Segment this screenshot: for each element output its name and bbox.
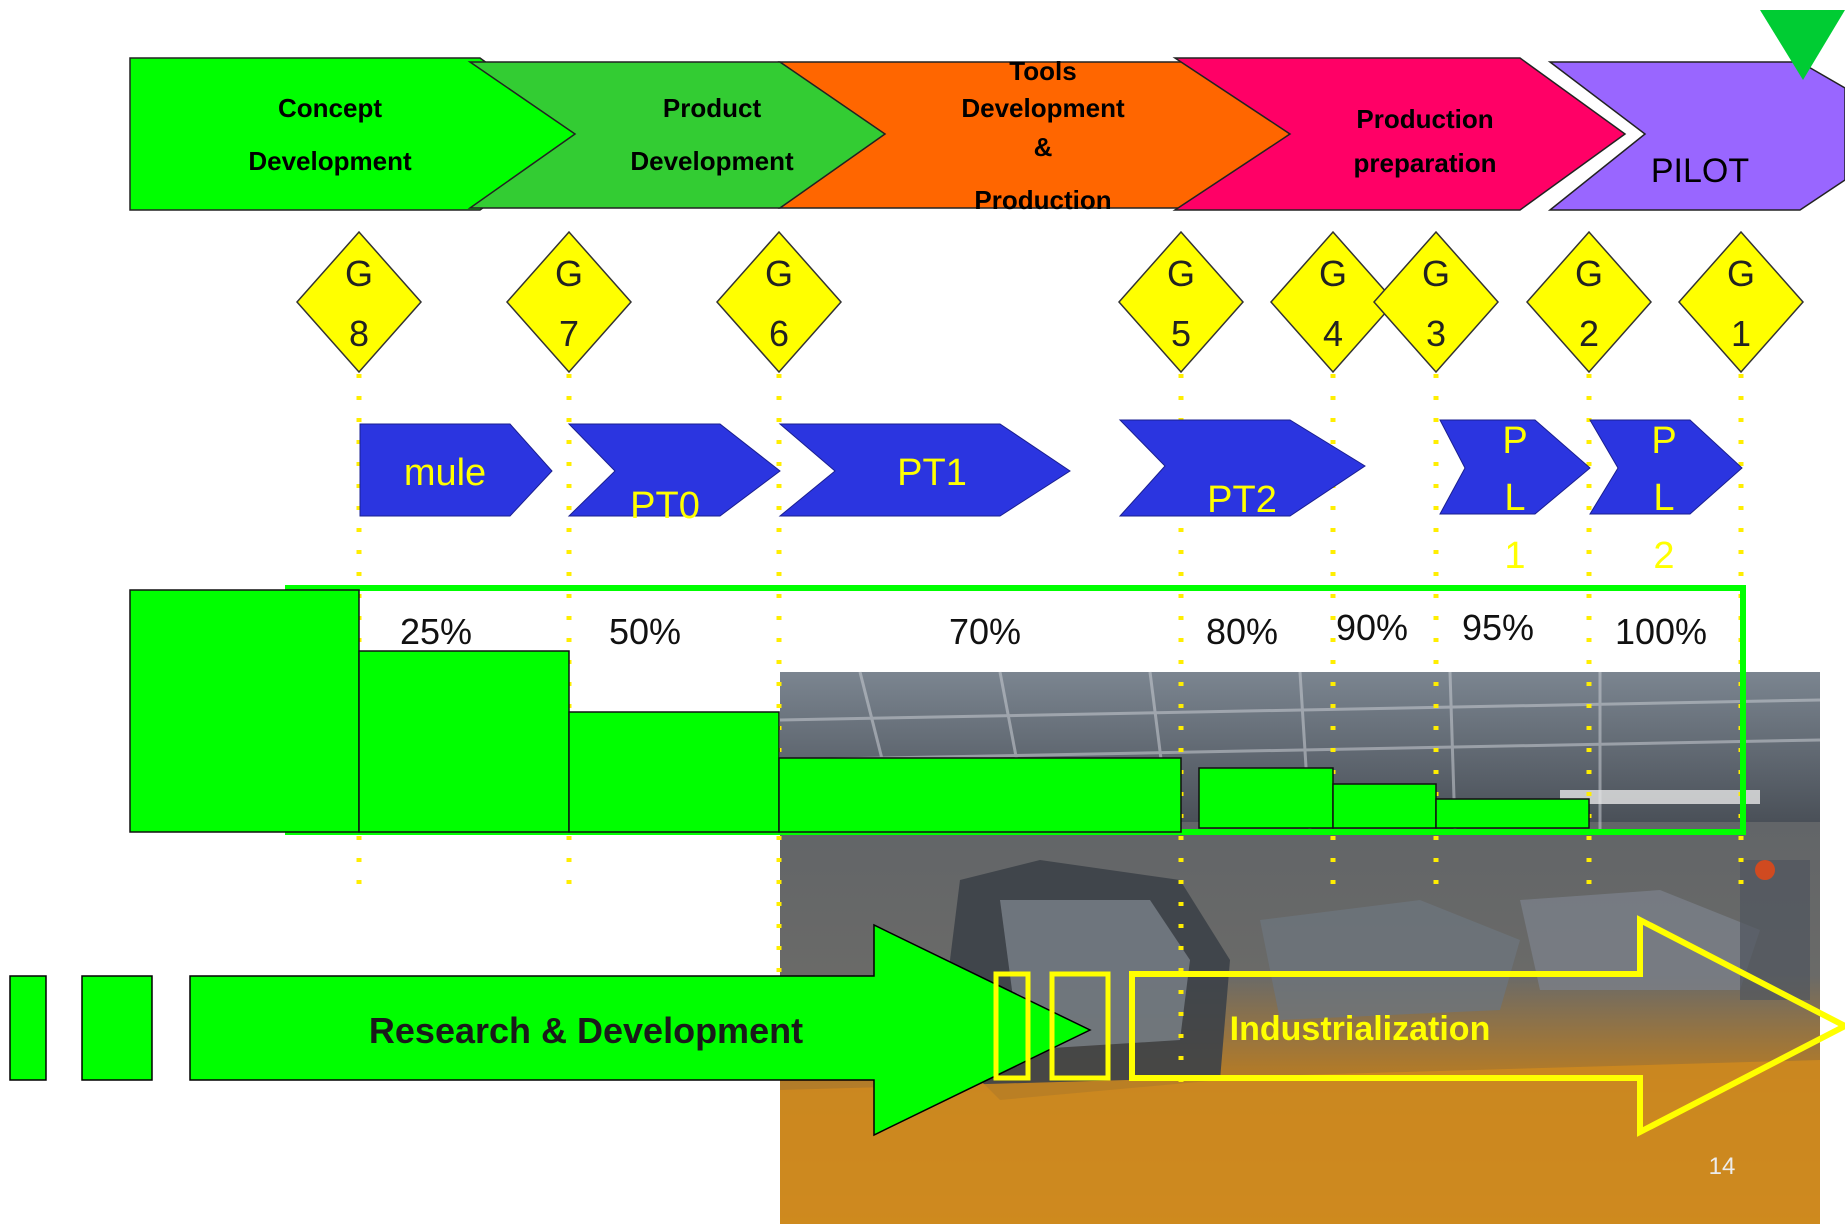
phase-label-4: Production [1356,104,1493,134]
percentage-label: 70% [949,611,1021,652]
gate-diamond-icon [715,230,843,374]
prototype-chevron-2 [567,423,781,517]
factory-photo [779,671,1821,1224]
percentage-label: 100% [1615,611,1707,652]
phase-label-3: Tools [1009,56,1076,86]
phase-label-3: Production [974,185,1111,215]
gate-diamond-icon [1269,230,1397,374]
ind-block-small [993,971,1031,1081]
effort-bar [1332,783,1437,829]
prototype-label: PT0 [630,485,700,527]
prototype-label: 2 [1653,535,1674,577]
prototype-label: 1 [1504,535,1525,577]
bottom-arrows: Research & Development Industrialization [9,915,1845,1137]
rd-label: Research & Development [369,1010,803,1051]
page-number: 14 [1709,1153,1736,1180]
phase-label-3: Development [961,93,1125,123]
effort-bar [1435,798,1590,829]
gate-letter: G [555,253,583,294]
gate-5: G5 [1117,230,1245,374]
gate-number: 7 [559,313,579,354]
effort-bars [129,585,1746,835]
gate-number: 2 [1579,313,1599,354]
effort-bar [129,589,360,833]
gate-letter: G [1319,253,1347,294]
phase-label-3: & [1034,132,1053,162]
phase-label-1: Development [248,146,412,176]
effort-bar [358,650,570,833]
prototype-chevron-1 [359,423,553,517]
phase-chevrons: ConceptDevelopmentProductDevelopmentTool… [129,56,1845,215]
effort-bar [778,757,1182,833]
prototype-label: PT2 [1207,479,1277,521]
gate-diamond-icon [1117,230,1245,374]
gate-7: G7 [505,230,633,374]
gate-number: 3 [1426,313,1446,354]
gate-letter: G [765,253,793,294]
rd-block-small [9,975,47,1081]
rd-block-medium [81,975,153,1081]
phase-label-1: Concept [278,93,382,123]
prototype-chevron-6 [1589,419,1743,515]
rd-arrow [189,923,1092,1137]
gate-diamond-icon [1677,230,1805,374]
gate-number: 6 [769,313,789,354]
gate-diamond-icon [1372,230,1500,374]
gate-diamond-icon [505,230,633,374]
phase-label-2: Development [630,146,794,176]
prototype-chevron-3 [778,423,1071,517]
gate-letter: G [345,253,373,294]
gate-letter: G [1727,253,1755,294]
gate-2: G2 [1525,230,1653,374]
percentage-label: 90% [1336,607,1408,648]
gate-diamond-icon [1525,230,1653,374]
effort-bar [1198,767,1334,829]
gate-8: G8 [295,230,423,374]
gate-6: G6 [715,230,843,374]
effort-bar [568,711,780,833]
percentage-labels: 25% 50% 70% 80% 90% 95% 100% [400,607,1707,652]
prototype-chevron-5 [1439,419,1591,515]
gate-3: G3 [1372,230,1500,374]
triangle-marker-icon [1760,10,1845,80]
gate-letter: G [1422,253,1450,294]
prototype-label: mule [404,452,486,494]
percentage-label: 80% [1206,611,1278,652]
phase-chevron-4 [1172,57,1627,211]
phase-label-5: PILOT [1651,152,1749,190]
prototype-label: P [1502,420,1527,462]
ind-block-medium [1049,971,1111,1081]
gate-number: 8 [349,313,369,354]
industrialization-label: Industrialization [1230,1010,1491,1048]
phase-label-4: preparation [1353,148,1496,178]
gate-number: 4 [1323,313,1343,354]
industrialization-arrow [1129,915,1845,1137]
prototype-label: L [1653,477,1674,519]
gate-letter: G [1575,253,1603,294]
prototype-label: P [1651,420,1676,462]
gate-number: 5 [1171,313,1191,354]
gate-diamond-icon [295,230,423,374]
prototype-label: L [1504,477,1525,519]
percentage-label: 25% [400,611,472,652]
gate-1: G1 [1677,230,1805,374]
prototype-label: PT1 [897,452,967,494]
percentage-label: 95% [1462,607,1534,648]
phase-label-2: Product [663,93,762,123]
percentage-label: 50% [609,611,681,652]
gate-number: 1 [1731,313,1751,354]
gate-4: G4 [1269,230,1397,374]
prototype-chevron-4 [1118,419,1366,517]
gate-letter: G [1167,253,1195,294]
